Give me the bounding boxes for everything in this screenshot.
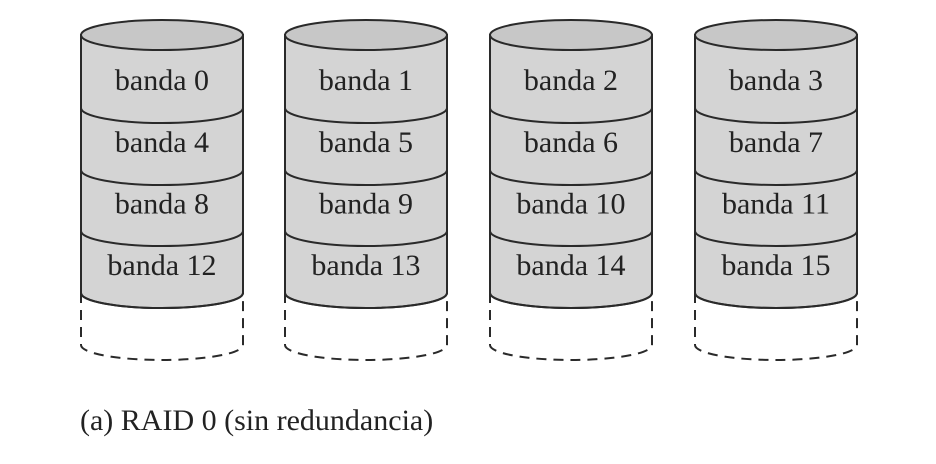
disk-top — [80, 19, 244, 51]
disk-2: banda 2 banda 6 banda 10 banda 14 — [489, 19, 653, 361]
stripe-divider — [80, 107, 244, 124]
stripe-divider — [694, 292, 858, 309]
stripe-divider — [80, 230, 244, 247]
stripe-divider — [694, 169, 858, 186]
disk-top — [284, 19, 448, 51]
disk-top — [694, 19, 858, 51]
stripe-label: banda 10 — [516, 188, 625, 221]
stripe-label: banda 1 — [319, 64, 413, 97]
disk-1: banda 1 banda 5 banda 9 banda 13 — [284, 19, 448, 361]
disk-empty-space — [80, 293, 244, 361]
stripe-label: banda 7 — [729, 126, 823, 159]
stripe-label: banda 12 — [107, 249, 216, 282]
stripe-divider — [489, 107, 653, 124]
stripe-divider — [284, 107, 448, 124]
disk-empty-space — [694, 293, 858, 361]
stripe-label: banda 0 — [115, 64, 209, 97]
stripe-divider — [284, 169, 448, 186]
stripe-label: banda 5 — [319, 126, 413, 159]
disk-empty-space — [489, 293, 653, 361]
stripe-label: banda 13 — [311, 249, 420, 282]
disk-top — [489, 19, 653, 51]
stripe-label: banda 2 — [524, 64, 618, 97]
figure-caption: (a) RAID 0 (sin redundancia) — [80, 404, 434, 437]
stripe-divider — [284, 292, 448, 309]
stripe-divider — [80, 292, 244, 309]
stripe-label: banda 8 — [115, 188, 209, 221]
stripe-label: banda 11 — [722, 188, 830, 221]
stripe-label: banda 9 — [319, 188, 413, 221]
stripe-divider — [694, 107, 858, 124]
disk-empty-space — [284, 293, 448, 361]
stripe-divider — [694, 230, 858, 247]
stripe-divider — [284, 230, 448, 247]
stripe-label: banda 4 — [115, 126, 209, 159]
stripe-label: banda 6 — [524, 126, 618, 159]
stripe-label: banda 3 — [729, 64, 823, 97]
stripe-divider — [489, 169, 653, 186]
disk-0: banda 0 banda 4 banda 8 banda 12 — [80, 19, 244, 361]
stripe-divider — [489, 230, 653, 247]
stripe-divider — [80, 169, 244, 186]
stripe-label: banda 15 — [721, 249, 830, 282]
stripe-divider — [489, 292, 653, 309]
disk-3: banda 3 banda 7 banda 11 banda 15 — [694, 19, 858, 361]
stripe-label: banda 14 — [516, 249, 625, 282]
